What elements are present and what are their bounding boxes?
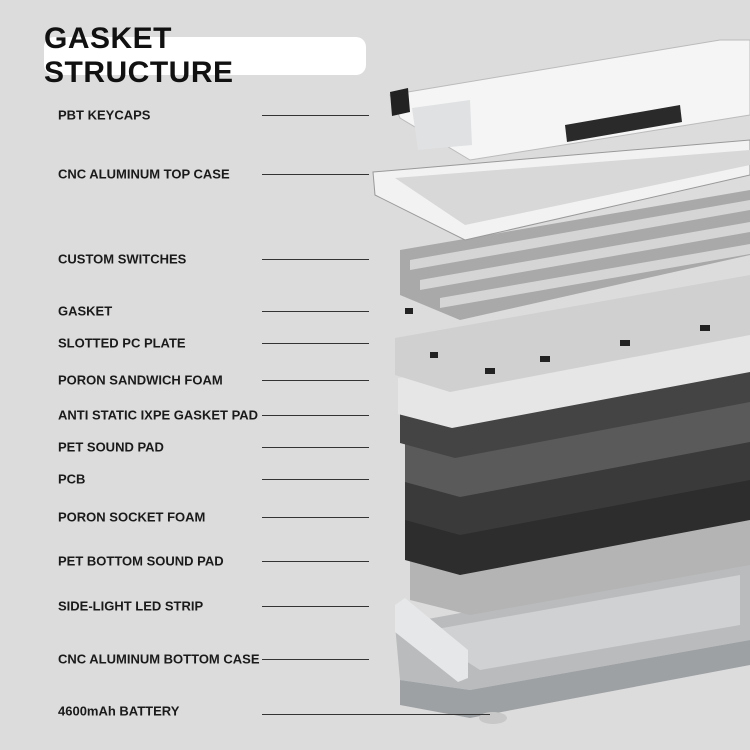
leader-line: [262, 380, 369, 381]
layer-label: PORON SANDWICH FOAM: [58, 372, 223, 388]
leader-line: [262, 259, 369, 260]
battery: [479, 712, 507, 724]
gasket-pieces: [405, 308, 710, 374]
leader-line: [262, 606, 369, 607]
layer-label: PET SOUND PAD: [58, 439, 164, 455]
leader-line: [262, 415, 369, 416]
leader-line: [262, 311, 369, 312]
layer-label: CUSTOM SWITCHES: [58, 251, 187, 267]
layer-label: SIDE-LIGHT LED STRIP: [58, 598, 204, 614]
layer-label: PCB: [58, 471, 86, 487]
leader-line: [262, 174, 369, 175]
leader-line: [262, 714, 490, 715]
layer-label: 4600mAh BATTERY: [58, 703, 180, 719]
slotted-pc-plate: [395, 275, 750, 392]
keycaps: [389, 39, 750, 161]
layer-label: PET BOTTOM SOUND PAD: [58, 553, 224, 569]
layer-label: CNC ALUMINUM TOP CASE: [58, 166, 230, 182]
layer-label: SLOTTED PC PLATE: [58, 335, 186, 351]
leader-line: [262, 659, 369, 660]
layer-label: ANTI STATIC IXPE GASKET PAD: [58, 407, 259, 423]
layer-label: PORON SOCKET FOAM: [58, 509, 206, 525]
leader-line: [262, 115, 369, 116]
switch-rows: [410, 200, 750, 308]
leader-line: [262, 343, 369, 344]
leader-line: [262, 447, 369, 448]
leader-line: [262, 517, 369, 518]
layer-label: PBT KEYCAPS: [58, 107, 151, 123]
layer-label: GASKET: [58, 303, 113, 319]
leader-line: [262, 479, 369, 480]
layer-label: CNC ALUMINUM BOTTOM CASE: [58, 651, 260, 667]
top-case: [372, 139, 750, 241]
leader-line: [262, 561, 369, 562]
